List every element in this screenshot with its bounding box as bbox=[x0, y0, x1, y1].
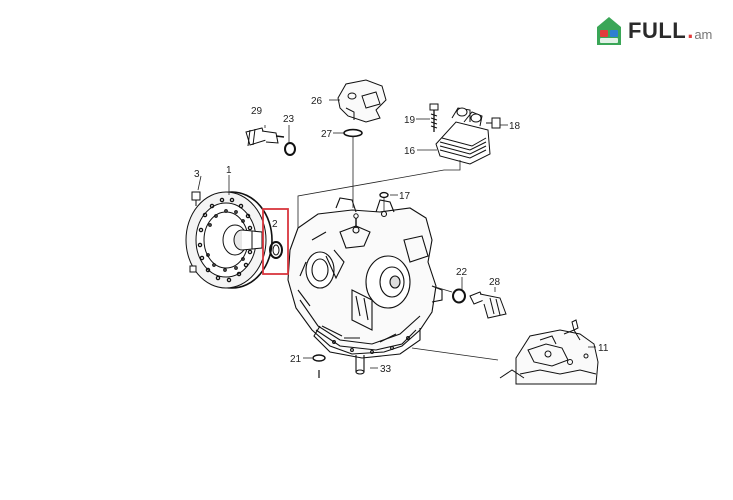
washer-17 bbox=[379, 191, 389, 199]
callout-28: 28 bbox=[489, 277, 501, 288]
logo-suffix: am bbox=[694, 26, 713, 42]
callout-3: 3 bbox=[194, 169, 200, 180]
plug-29 bbox=[245, 127, 285, 147]
sensor-26 bbox=[337, 79, 387, 123]
callout-17: 17 bbox=[399, 191, 411, 202]
callout-33: 33 bbox=[380, 364, 392, 375]
logo-text: FULL bbox=[628, 18, 687, 43]
callout-16: 16 bbox=[404, 146, 416, 157]
torque-converter bbox=[185, 191, 273, 289]
oring-27 bbox=[343, 128, 363, 138]
logo-dot: . bbox=[687, 18, 694, 43]
callout-19: 19 bbox=[404, 115, 416, 126]
brand-logo: FULL . am bbox=[596, 14, 712, 48]
oring-22 bbox=[452, 288, 466, 304]
seal-2 bbox=[269, 241, 283, 259]
callout-labels: 26 29 23 27 19 18 16 3 1 2 17 22 28 21 3… bbox=[194, 96, 609, 375]
callout-22: 22 bbox=[456, 267, 468, 278]
callout-27: 27 bbox=[321, 129, 333, 140]
plug-28 bbox=[469, 291, 507, 319]
valve-body-11 bbox=[499, 319, 599, 385]
bolt-3 bbox=[189, 191, 201, 273]
washer-21 bbox=[312, 354, 326, 362]
callout-11: 11 bbox=[598, 343, 609, 354]
callout-18: 18 bbox=[509, 121, 521, 132]
transmission-housing bbox=[287, 197, 443, 375]
callout-29: 29 bbox=[251, 106, 263, 117]
bolt-18 bbox=[486, 117, 501, 129]
callout-2: 2 bbox=[272, 219, 278, 230]
house-icon bbox=[597, 17, 621, 45]
callout-23: 23 bbox=[283, 114, 295, 125]
callout-1: 1 bbox=[226, 165, 232, 176]
bolt-19 bbox=[429, 103, 439, 132]
oil-cooler-16 bbox=[435, 107, 491, 165]
callout-21: 21 bbox=[290, 354, 302, 365]
highlight-box bbox=[262, 208, 289, 275]
oring-23 bbox=[284, 142, 296, 156]
callout-26: 26 bbox=[311, 96, 323, 107]
